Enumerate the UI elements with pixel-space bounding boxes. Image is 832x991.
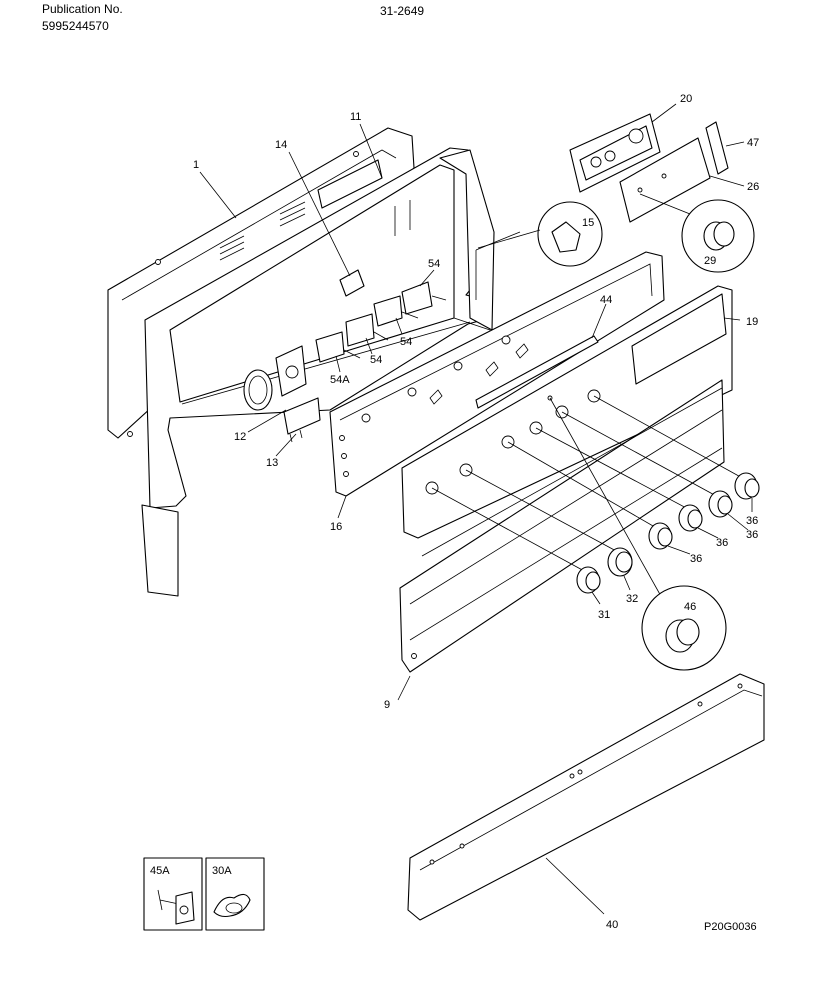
callout-15: 15 bbox=[582, 217, 594, 229]
callout-13: 13 bbox=[266, 457, 278, 469]
callout-47: 47 bbox=[747, 137, 759, 149]
callout-40: 40 bbox=[606, 919, 618, 931]
page-code: 31-2649 bbox=[380, 4, 425, 18]
switch-54a bbox=[315, 331, 361, 373]
callout-31: 31 bbox=[598, 609, 610, 621]
callout-26: 26 bbox=[747, 181, 759, 193]
detail-15-lamp-socket bbox=[477, 201, 603, 267]
callout-30a: 30A bbox=[212, 865, 232, 877]
callout-9: 9 bbox=[384, 699, 390, 711]
publication-label: Publication No. bbox=[42, 2, 123, 16]
part-19-control-panel bbox=[401, 285, 741, 539]
knob-36-d bbox=[734, 472, 760, 512]
knob-36-a bbox=[648, 522, 691, 555]
switch-54-middle bbox=[373, 295, 419, 335]
callout-36-c: 36 bbox=[716, 537, 728, 549]
callout-36-d: 36 bbox=[690, 553, 702, 565]
detail-29-clock-knob bbox=[639, 193, 755, 273]
part-20-clock-timer bbox=[569, 103, 677, 193]
knob-leader-lines bbox=[431, 395, 747, 599]
part-1-backguard-frame bbox=[141, 147, 521, 597]
knob-32 bbox=[607, 547, 633, 591]
callout-54-a: 54 bbox=[428, 258, 440, 270]
callout-36-b: 36 bbox=[746, 529, 758, 541]
switch-54-upper bbox=[401, 269, 447, 315]
part-12-thermostat bbox=[243, 345, 307, 433]
detail-46-knob bbox=[641, 585, 727, 671]
callout-36-a: 36 bbox=[746, 515, 758, 527]
callout-16: 16 bbox=[330, 521, 342, 533]
part-40-trim-rail bbox=[407, 673, 765, 921]
part-44-trim-strip bbox=[475, 303, 607, 409]
callout-44: 44 bbox=[600, 294, 612, 306]
switch-54-lower bbox=[345, 313, 389, 355]
inset-30a-knob bbox=[205, 857, 265, 931]
part-14-bracket bbox=[288, 151, 365, 297]
part-16-mounting-bracket bbox=[329, 251, 665, 519]
knob-36-c bbox=[708, 490, 749, 531]
part-9-control-shroud bbox=[397, 379, 725, 701]
callout-54a: 54A bbox=[330, 374, 350, 386]
callout-1: 1 bbox=[193, 159, 199, 171]
publication-number: 5995244570 bbox=[42, 19, 109, 33]
inset-45a-screw bbox=[143, 857, 203, 931]
callout-20: 20 bbox=[680, 93, 692, 105]
callout-54-c: 54 bbox=[370, 354, 382, 366]
callout-29: 29 bbox=[704, 255, 716, 267]
callout-14: 14 bbox=[275, 139, 287, 151]
part-13-relay bbox=[275, 397, 321, 457]
knob-31 bbox=[576, 566, 601, 605]
callout-54-b: 54 bbox=[400, 336, 412, 348]
callout-32: 32 bbox=[626, 593, 638, 605]
callout-19: 19 bbox=[746, 316, 758, 328]
callout-12: 12 bbox=[234, 431, 246, 443]
callout-11: 11 bbox=[350, 111, 361, 123]
part-47-clip bbox=[705, 121, 745, 175]
callout-46: 46 bbox=[684, 601, 696, 613]
figure-code: P20G0036 bbox=[704, 921, 757, 933]
callout-labels: 1 11 14 20 47 26 15 29 54 54 54 54A 44 1… bbox=[150, 93, 759, 933]
knob-36-b bbox=[678, 504, 719, 539]
part-26-clock-overlay bbox=[619, 137, 745, 223]
callout-45a: 45A bbox=[150, 865, 170, 877]
